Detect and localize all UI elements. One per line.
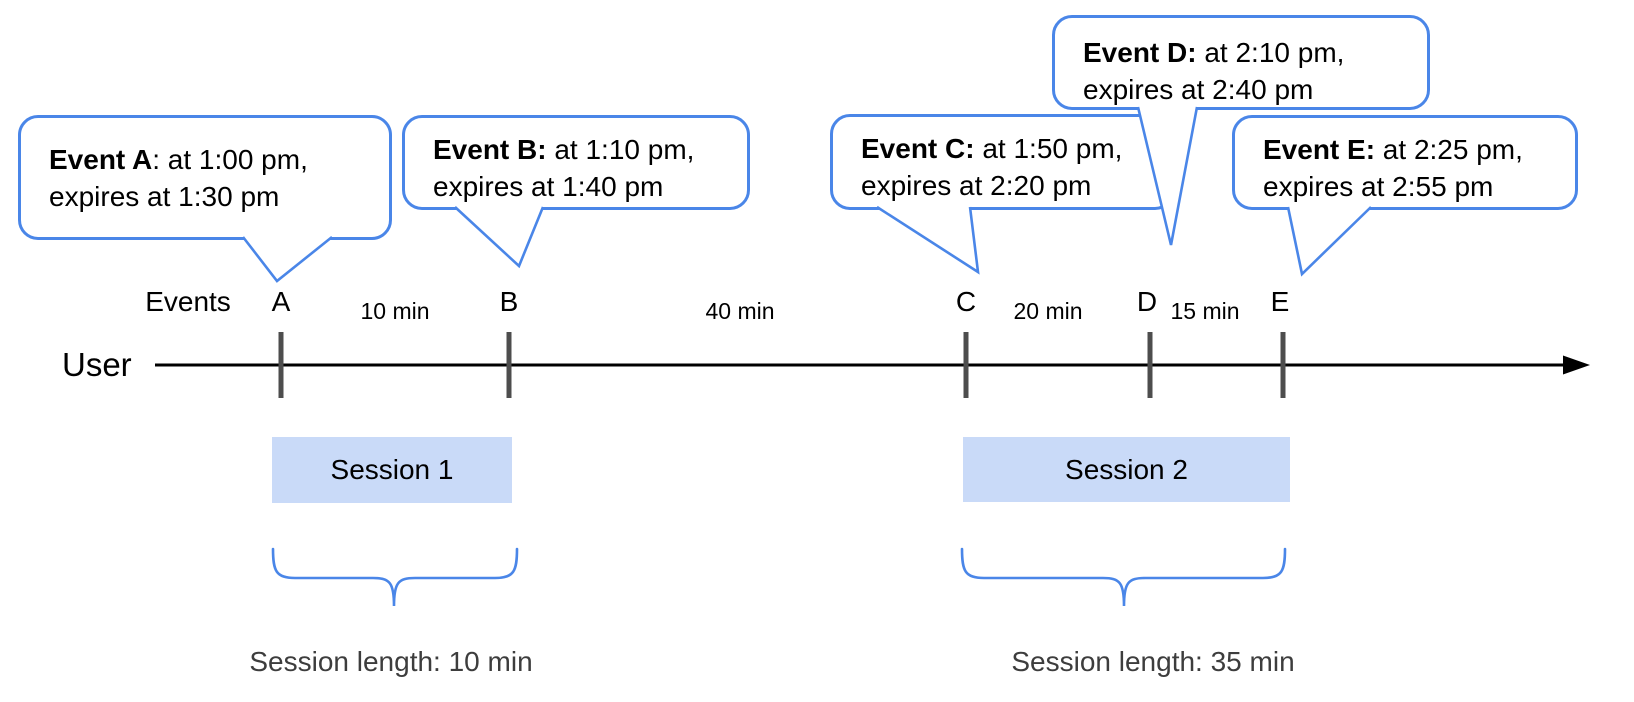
session-1-label: Session 1 bbox=[330, 454, 454, 485]
timeline-arrowhead bbox=[1563, 355, 1590, 375]
session-1-box: Session 1 bbox=[272, 437, 512, 503]
tick-label-d: D bbox=[1136, 286, 1158, 317]
event-c-callout: Event C: at 1:50 pm, expires at 2:20 pm bbox=[830, 114, 1175, 210]
event-a-callout-tail bbox=[241, 235, 333, 283]
interval-c-d-label: 20 min bbox=[1013, 298, 1083, 324]
event-b-time: at 1:10 pm, bbox=[546, 134, 695, 165]
event-a-expiry: expires at 1:30 pm bbox=[49, 181, 280, 212]
event-a-callout: Event A: at 1:00 pm, expires at 1:30 pm bbox=[18, 115, 392, 240]
event-c-title: Event C: bbox=[861, 133, 975, 164]
session-2-length-label: Session length: 35 min bbox=[1011, 646, 1295, 677]
session-1-brace bbox=[271, 547, 519, 607]
event-e-expiry: expires at 2:55 pm bbox=[1263, 171, 1494, 202]
event-a-time: : at 1:00 pm, bbox=[152, 144, 308, 175]
event-b-expiry: expires at 1:40 pm bbox=[433, 171, 664, 202]
tick-label-e: E bbox=[1270, 286, 1290, 317]
tick-label-b: B bbox=[499, 286, 519, 317]
tick-label-c: C bbox=[955, 286, 977, 317]
event-a-title: Event A bbox=[49, 144, 153, 175]
events-row-label: Events bbox=[145, 286, 231, 317]
event-c-expiry: expires at 2:20 pm bbox=[861, 170, 1092, 201]
session-1-length-label: Session length: 10 min bbox=[249, 646, 533, 677]
event-d-time: at 2:10 pm, bbox=[1196, 37, 1345, 68]
event-d-callout: Event D: at 2:10 pm, expires at 2:40 pm bbox=[1052, 15, 1430, 110]
tick-label-a: A bbox=[271, 286, 291, 317]
user-axis-label: User bbox=[62, 346, 132, 383]
event-e-title: Event E: bbox=[1263, 134, 1376, 165]
event-c-time: at 1:50 pm, bbox=[974, 133, 1123, 164]
event-c-callout-tail bbox=[876, 205, 980, 275]
event-d-callout-tail bbox=[1136, 106, 1199, 246]
session-2-brace bbox=[960, 547, 1287, 607]
session-2-box: Session 2 bbox=[963, 437, 1290, 502]
event-b-callout-tail bbox=[454, 206, 545, 269]
interval-a-b-label: 10 min bbox=[360, 298, 430, 324]
interval-b-c-label: 40 min bbox=[705, 298, 775, 324]
event-e-callout: Event E: at 2:25 pm, expires at 2:55 pm bbox=[1232, 115, 1578, 210]
event-d-title: Event D: bbox=[1083, 37, 1197, 68]
event-b-callout: Event B: at 1:10 pm, expires at 1:40 pm bbox=[402, 115, 750, 210]
event-e-callout-tail bbox=[1286, 206, 1372, 277]
event-d-expiry: expires at 2:40 pm bbox=[1083, 74, 1314, 105]
event-b-title: Event B: bbox=[433, 134, 547, 165]
event-e-time: at 2:25 pm, bbox=[1375, 134, 1523, 165]
session-2-label: Session 2 bbox=[1065, 453, 1188, 485]
interval-d-e-label: 15 min bbox=[1170, 298, 1240, 324]
